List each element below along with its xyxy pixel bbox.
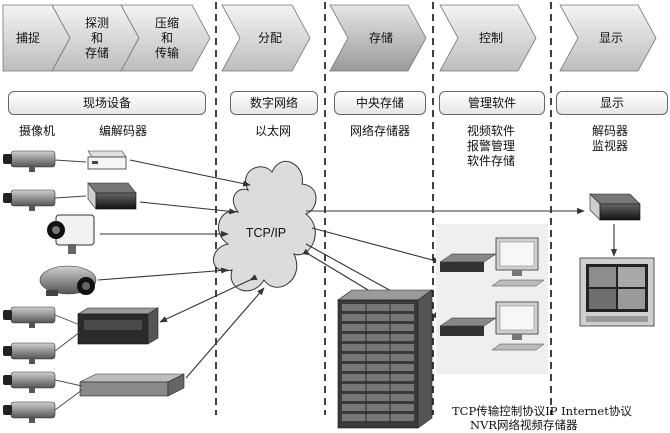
encoder-devices [76,150,185,397]
encoder-1 [87,150,127,170]
arrow-cloud-dvr [159,274,258,323]
local-links [54,159,87,411]
chevron-control [439,4,537,72]
camera-4 [3,342,56,364]
decoder-device [589,193,641,221]
category-central-storage: 中央存储 [334,91,426,115]
encoder-2 [87,182,137,210]
workstation-area [436,224,548,374]
stage-label-detect-store: 探测 和 存储 [84,16,109,60]
arrow-cloud-workstation1 [311,227,441,264]
footnote-nvr: NVR网络视频存储器 [470,418,578,432]
stage-label-compress: 压缩 和 传输 [154,16,179,60]
stage-chevrons [2,4,657,72]
camera-3 [3,306,56,328]
camera-1 [3,150,56,172]
storage-rack [337,289,433,429]
camera-box [47,214,95,254]
display-devices [579,193,655,327]
category-digital-network: 数字网络 [230,91,318,115]
label-nvr: 网络存储器 [349,124,410,138]
camera-5 [3,371,56,393]
camera-2 [3,189,56,211]
stage-label-display: 显示 [598,31,623,45]
label-camera: 摄像机 [18,124,55,138]
label-software: 视频软件 报警管理 软件存储 [466,124,515,168]
column-separators [215,2,552,415]
category-management-software: 管理软件 [439,91,545,115]
label-codec: 编解码器 [98,124,147,138]
label-ethernet: 以太网 [254,124,291,138]
dvr-unit [76,307,160,345]
camera-group [3,150,97,423]
arrow-encoder2-cloud [139,201,237,215]
label-display: 解码器 监视器 [591,124,628,153]
category-display: 显示 [556,91,668,115]
arrow-switch-cloud [185,287,265,379]
chevron-compress [120,4,211,72]
arrow-domecam-cloud [97,267,229,281]
arrow-encoder1-cloud [129,159,251,187]
chevron-display [559,4,657,72]
stage-label-capture: 捕捉 [15,31,40,45]
category-field-devices: 现场设备 [8,91,206,115]
stage-label-control: 控制 [478,31,503,45]
footnote-tcp-ip: TCP传输控制协议IP Internet协议 [452,404,632,418]
chevron-distribute [221,4,311,72]
workstation-1 [439,237,545,287]
monitor-device [579,257,655,327]
switch-unit [79,373,185,397]
network-arrows [97,159,618,379]
tcp-ip-cloud [213,160,317,292]
chevron-storage [329,4,427,72]
camera-6 [3,401,56,423]
cloud-label: TCP/IP [245,226,287,240]
camera-dome [39,265,97,296]
stage-label-distribute: 分配 [257,31,282,45]
stage-label-storage: 存储 [368,31,393,45]
workstation-2 [439,301,545,351]
arrow-cloud-storage [302,248,379,297]
